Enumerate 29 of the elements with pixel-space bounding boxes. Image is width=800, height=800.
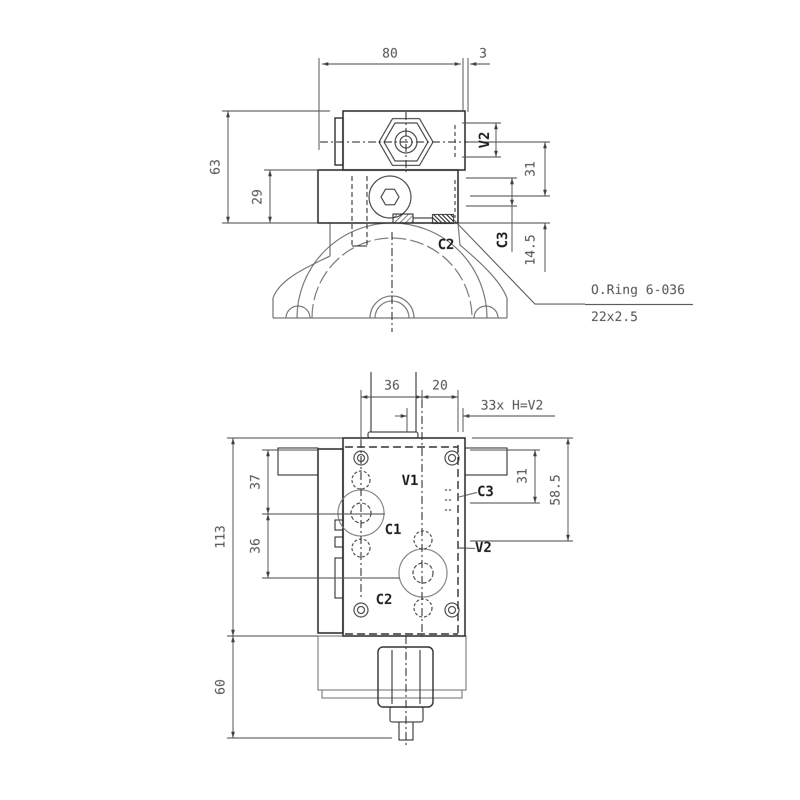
dimension-value: 63 (210, 159, 222, 175)
dimension-value: 31 (516, 468, 530, 484)
leader-line (458, 492, 478, 498)
port-label: C3 (496, 232, 510, 248)
port-label: V1 (402, 474, 418, 488)
dimension-value: 80 (382, 48, 398, 60)
callout-text: O.Ring 6-036 (585, 283, 693, 305)
dimension-value: 31 (524, 161, 538, 177)
dimension-value: 58.5 (550, 474, 562, 506)
dimension-value: 36 (250, 538, 262, 554)
dimension-value: 14.5 (524, 234, 538, 266)
leader-line (454, 220, 586, 305)
dimension-value: 20 (432, 380, 448, 392)
callout-text: 22x2.5 (590, 308, 639, 326)
port-label: V2 (478, 132, 492, 148)
dimension-value: 60 (214, 679, 228, 695)
port-label: C1 (384, 523, 402, 537)
dimension-value: 36 (384, 380, 400, 392)
o-ring-seal (432, 214, 454, 224)
port-label: C3 (477, 484, 494, 501)
port-label: C2 (376, 593, 392, 607)
port-label: C2 (438, 238, 454, 252)
leader-line (458, 548, 476, 549)
dimension-value: 37 (250, 474, 262, 490)
dimension-value: 29 (252, 189, 264, 205)
dimension-value: 3 (479, 48, 487, 60)
dimension-value: 33x H=V2 (480, 400, 544, 412)
port-label: V2 (475, 540, 492, 557)
dimension-value: 113 (214, 525, 228, 549)
